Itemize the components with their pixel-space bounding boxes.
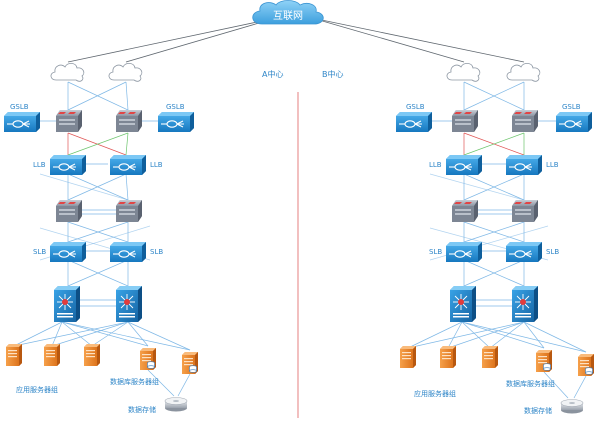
gslb-device-icon [396,112,432,132]
internet-uplinks [67,17,525,63]
internet-label: 互联网 [273,10,303,22]
gslb-label: GSLB [562,103,581,111]
core-switch-icon [450,286,476,322]
internet-cloud-icon: 互联网 [252,0,324,25]
db-server-icon [536,350,552,372]
slb-label: SLB [429,248,442,256]
slb-label: SLB [150,248,163,256]
app-server-icon [44,344,60,366]
core-switch-icon [54,286,80,322]
core-switch-icon [116,286,142,322]
cloud-icon [506,62,541,82]
cloud-icon [108,62,143,82]
center-b: GSLB GSLB LLB LLB SLB SLB 应用服务器组 数据库服务器组… [396,62,594,415]
router-icon [512,110,538,132]
llb-device-icon [50,155,86,175]
router-icon [56,200,82,222]
llb-label: LLB [33,161,46,169]
gslb-device-icon [556,112,592,132]
router-icon [116,200,142,222]
storage-icon [560,399,584,414]
gslb-label: GSLB [406,103,425,111]
app-server-group-label: 应用服务器组 [414,389,456,398]
center-a-label: A中心 [262,69,283,79]
llb-label: LLB [150,161,163,169]
storage-icon [164,397,188,412]
gslb-label: GSLB [166,103,185,111]
cloud-icon [50,62,85,82]
slb-label: SLB [546,248,559,256]
app-server-icon [84,344,100,366]
slb-label: SLB [33,248,46,256]
router-icon [452,200,478,222]
db-server-group-label: 数据库服务器组 [506,379,555,388]
llb-label: LLB [546,161,559,169]
router-icon [512,200,538,222]
core-switch-icon [512,286,538,322]
llb-device-icon [506,155,542,175]
slb-device-icon [446,242,482,262]
center-b-links [407,81,587,399]
slb-device-icon [506,242,542,262]
llb-device-icon [446,155,482,175]
llb-device-icon [110,155,146,175]
slb-device-icon [50,242,86,262]
router-icon [56,110,82,132]
gslb-device-icon [4,112,40,132]
router-icon [452,110,478,132]
app-server-icon [6,344,22,366]
storage-label: 数据存储 [524,406,552,415]
router-icon [116,110,142,132]
slb-device-icon [110,242,146,262]
gslb-device-icon [158,112,194,132]
center-b-label: B中心 [322,69,344,79]
db-server-icon [578,354,594,376]
app-server-icon [440,346,456,368]
app-server-icon [400,346,416,368]
center-a: GSLB GSLB LLB LLB SLB SLB 应用服务器组 数据库服务器组… [4,62,198,414]
app-server-icon [482,346,498,368]
gslb-label: GSLB [10,103,29,111]
app-server-group-label: 应用服务器组 [16,385,58,394]
storage-label: 数据存储 [128,405,156,414]
llb-label: LLB [429,161,442,169]
cloud-icon [446,62,481,82]
db-server-group-label: 数据库服务器组 [110,377,159,386]
db-server-icon [182,352,198,374]
db-server-icon [140,348,156,370]
